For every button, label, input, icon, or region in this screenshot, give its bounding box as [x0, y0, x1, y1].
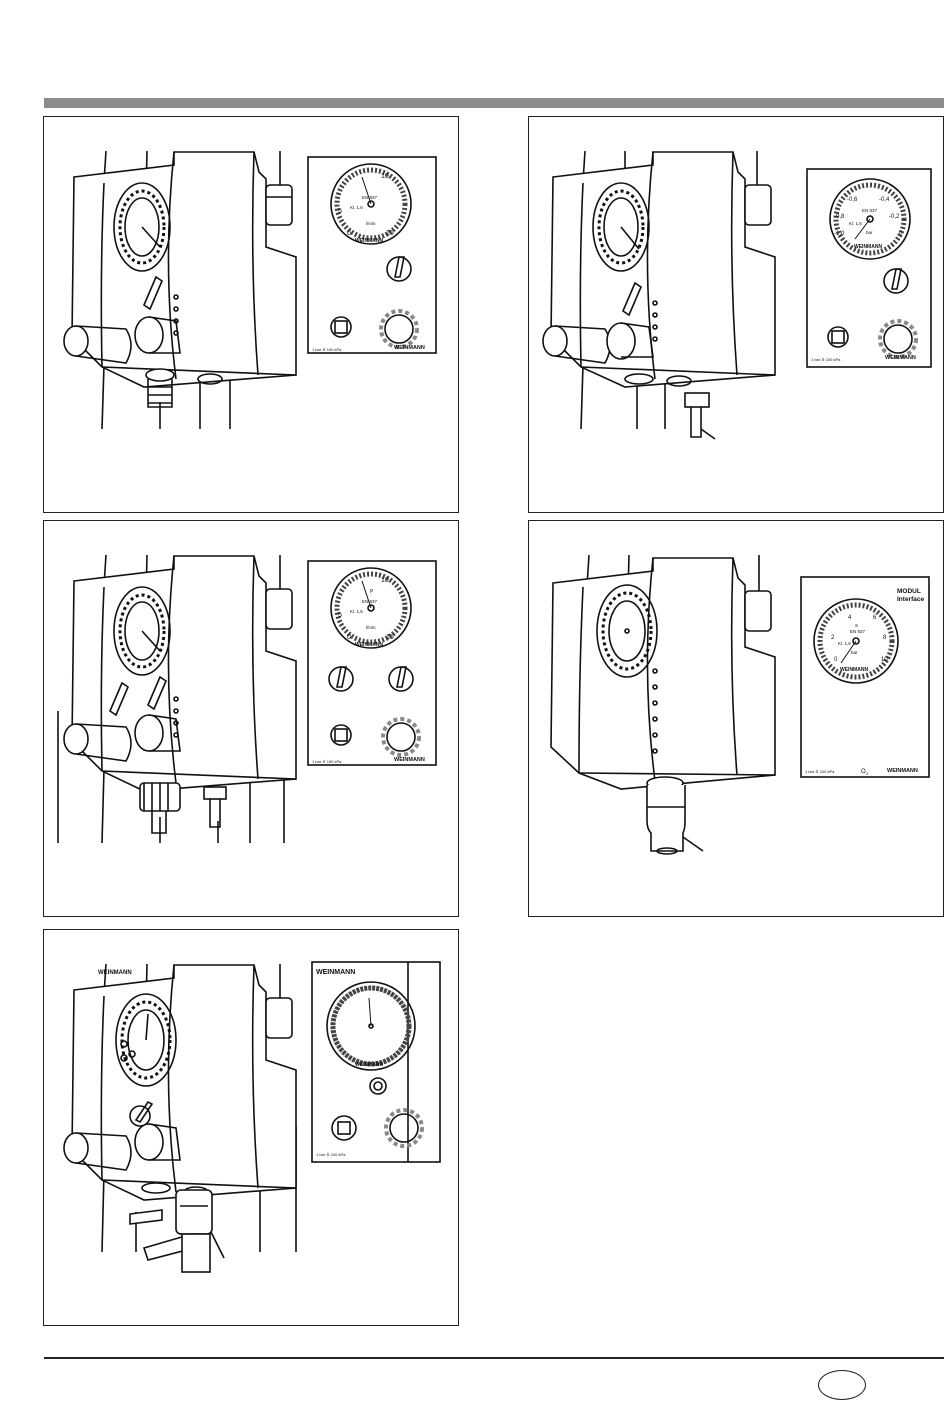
svg-text:0: 0 — [347, 634, 351, 641]
svg-text:WEINMANN: WEINMANN — [885, 355, 916, 361]
svg-text:EN 837: EN 837 — [362, 195, 378, 200]
svg-text:EN 837: EN 837 — [850, 629, 866, 634]
svg-text:6: 6 — [873, 615, 877, 621]
svg-text:-0,4: -0,4 — [879, 197, 890, 203]
svg-text:WEINMANN: WEINMANN — [887, 768, 918, 774]
svg-text:-1,0: -1,0 — [834, 231, 845, 237]
svg-text:15: 15 — [386, 230, 394, 237]
svg-text:1 bar ≙ 100 kPa: 1 bar ≙ 100 kPa — [312, 759, 342, 764]
svg-text:2: 2 — [831, 635, 835, 641]
figure-panel-5: WEINMANN WEINMANN WEINMANN 1 bar ≙ 100 k… — [43, 929, 459, 1326]
svg-text:Kl. 1,6: Kl. 1,6 — [838, 641, 851, 646]
svg-text:bar: bar — [866, 230, 873, 235]
device-illustration-3: 10 5 0 15 P EN 837 Kl. 1,6 l/min WEINMAN… — [57, 554, 437, 844]
svg-text:WEINMANN: WEINMANN — [355, 642, 383, 648]
svg-text:1 bar ≙ 100 kPa: 1 bar ≙ 100 kPa — [811, 357, 841, 362]
svg-text:WEINMANN: WEINMANN — [840, 667, 868, 673]
svg-text:5: 5 — [338, 208, 342, 215]
svg-text:O: O — [861, 769, 866, 775]
svg-text:-0,6: -0,6 — [847, 197, 858, 203]
svg-text:EN 837: EN 837 — [362, 599, 378, 604]
figure-panel-2: -0,6 -0,4 -0,8 -0,2 -1,0 0 EN 837 Kl. 1,… — [528, 116, 944, 513]
svg-text:-0,2: -0,2 — [889, 214, 900, 220]
figure-panel-3: 10 5 0 15 P EN 837 Kl. 1,6 l/min WEINMAN… — [43, 520, 459, 917]
header-rule-bar — [44, 98, 944, 108]
svg-text:1 bar ≙ 100 kPa: 1 bar ≙ 100 kPa — [316, 1152, 346, 1157]
svg-text:EN 837: EN 837 — [862, 208, 878, 213]
svg-text:bar: bar — [851, 650, 858, 655]
svg-text:1 bar ≙ 100 kPa: 1 bar ≙ 100 kPa — [805, 769, 835, 774]
device-illustration-1: 10 5 0 15 EN 837 Kl. 1,6 l/min WEINMANN … — [63, 150, 437, 430]
svg-text:Kl. 1,6: Kl. 1,6 — [350, 205, 363, 210]
svg-text:10: 10 — [381, 577, 389, 584]
svg-text:MODUL: MODUL — [897, 588, 921, 595]
svg-text:15: 15 — [386, 634, 394, 641]
footer-rule — [44, 1357, 944, 1359]
svg-text:P: P — [370, 589, 374, 595]
svg-text:10: 10 — [881, 657, 888, 663]
figure-panel-1: 10 5 0 15 EN 837 Kl. 1,6 l/min WEINMANN … — [43, 116, 459, 513]
svg-text:WEINMANN: WEINMANN — [355, 238, 383, 244]
device-illustration-4: MODUL Interface 4 6 2 8 0 10 S EN 837 Kl… — [550, 554, 930, 855]
svg-text:WEINMANN: WEINMANN — [394, 345, 425, 351]
svg-text:-0,8: -0,8 — [834, 214, 845, 220]
device-illustration-5: WEINMANN WEINMANN WEINMANN 1 bar ≙ 100 k… — [63, 961, 441, 1273]
device-illustration-2: -0,6 -0,4 -0,8 -0,2 -1,0 0 EN 837 Kl. 1,… — [542, 150, 932, 440]
svg-text:0: 0 — [834, 657, 838, 663]
page-language-badge — [818, 1370, 866, 1400]
svg-text:WEINMANN: WEINMANN — [355, 1062, 383, 1068]
svg-text:WEINMANN: WEINMANN — [854, 244, 882, 250]
svg-text:0: 0 — [347, 230, 351, 237]
svg-text:0: 0 — [899, 231, 903, 237]
svg-text:Kl. 1,6: Kl. 1,6 — [849, 221, 862, 226]
svg-text:Kl. 1,6: Kl. 1,6 — [350, 609, 363, 614]
svg-text:8: 8 — [883, 635, 887, 641]
svg-text:2: 2 — [866, 771, 869, 776]
svg-text:4: 4 — [848, 615, 852, 621]
svg-text:WEINMANN: WEINMANN — [316, 969, 355, 976]
svg-text:WEINMANN: WEINMANN — [394, 757, 425, 763]
svg-text:1 bar ≙ 100 kPa: 1 bar ≙ 100 kPa — [312, 347, 342, 352]
svg-text:5: 5 — [338, 612, 342, 619]
svg-text:l/min: l/min — [366, 221, 376, 226]
figure-panel-4: MODUL Interface 4 6 2 8 0 10 S EN 837 Kl… — [528, 520, 944, 917]
svg-text:WEINMANN: WEINMANN — [98, 970, 132, 976]
svg-text:S: S — [855, 623, 858, 628]
svg-text:l/min: l/min — [366, 625, 376, 630]
svg-text:10: 10 — [381, 173, 389, 180]
svg-text:Interface: Interface — [897, 596, 924, 603]
